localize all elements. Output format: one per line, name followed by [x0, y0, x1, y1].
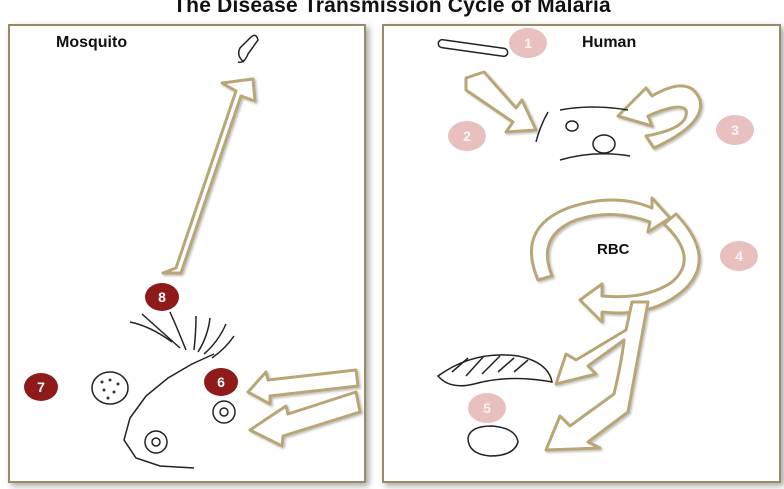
liver-cell-sketch — [535, 106, 631, 161]
arrow-step-8 — [161, 77, 257, 275]
sporozoite-human-sketch — [437, 38, 509, 58]
arrow-step-4-lower — [578, 212, 701, 324]
step-badge-8: 8 — [145, 283, 179, 311]
human-panel-title: Human — [582, 34, 637, 51]
arrow-step-5 — [544, 300, 650, 452]
mosquito-panel-title: Mosquito — [56, 34, 128, 51]
gametocyte-sketch — [436, 354, 553, 387]
arrow-step-6-lower — [248, 390, 362, 448]
oocyst-chain-sketch — [123, 353, 215, 469]
step-badge-7: 7 — [24, 373, 58, 401]
step-badge-5: 5 — [468, 393, 506, 423]
red-cell-sketch — [467, 425, 519, 457]
arrow-step-3 — [616, 84, 703, 150]
human-panel: Human — [382, 24, 781, 483]
step-badge-6: 6 — [204, 368, 238, 396]
oocyst-sketch — [91, 371, 129, 405]
mosquito-stage-sketches — [91, 34, 259, 469]
rbc-label: RBC — [597, 241, 630, 258]
step-badge-4: 4 — [720, 241, 758, 271]
midgut-hairs-sketch — [129, 311, 235, 359]
sporozoite-sketch — [237, 34, 259, 64]
diagram-title: The Disease Transmission Cycle of Malari… — [173, 0, 611, 17]
arrow-step-4-upper — [530, 196, 672, 282]
step-badge-1: 1 — [509, 28, 547, 58]
ookinete-sketch — [212, 400, 236, 424]
step-badge-2: 2 — [448, 121, 486, 151]
step-badge-3: 3 — [716, 115, 754, 145]
human-stage-sketches — [436, 38, 631, 457]
arrow-step-6-upper — [246, 368, 360, 406]
arrow-step-2 — [464, 70, 538, 134]
